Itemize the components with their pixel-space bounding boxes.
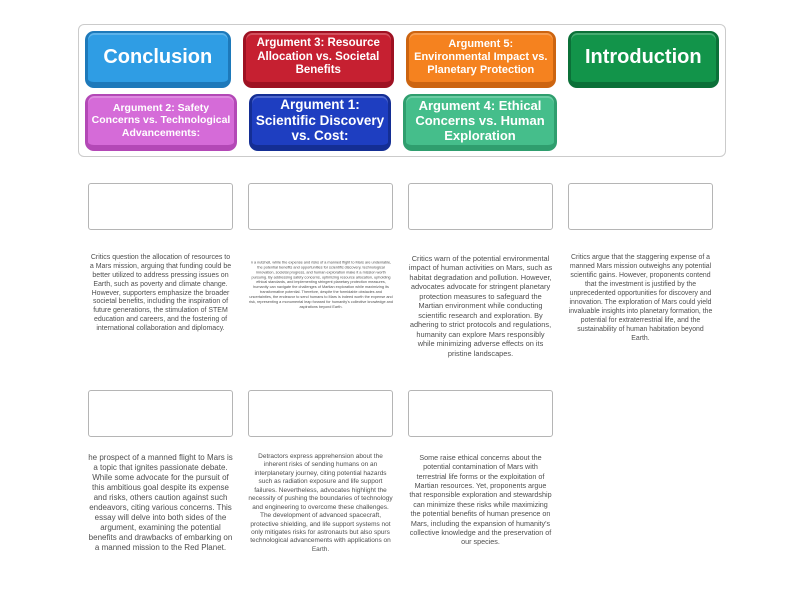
answer-tile-argument-1[interactable]: Argument 1: Scientific Discovery vs. Cos… <box>249 94 391 151</box>
drop-zone-2[interactable] <box>248 183 393 230</box>
match-column-3: Critics warn of the potential environmen… <box>408 183 553 359</box>
match-row-1: Critics question the allocation of resou… <box>88 183 713 359</box>
match-column-4: Critics argue that the staggering expens… <box>568 183 713 359</box>
clue-text-7: Some raise ethical concerns about the po… <box>409 453 552 547</box>
match-row-2: he prospect of a manned flight to Mars i… <box>88 390 553 554</box>
clue-text-3: Critics warn of the potential environmen… <box>408 254 553 358</box>
drop-zone-1[interactable] <box>88 183 233 230</box>
drop-zone-6[interactable] <box>248 390 393 437</box>
answer-tile-argument-4[interactable]: Argument 4: Ethical Concerns vs. Human E… <box>403 94 557 151</box>
drop-zone-5[interactable] <box>88 390 233 437</box>
clue-text-2: n a nutshell, while the expense and risk… <box>248 260 393 309</box>
clue-text-6: Detractors express apprehension about th… <box>248 453 393 553</box>
drop-zone-3[interactable] <box>408 183 553 230</box>
clue-text-4: Critics argue that the staggering expens… <box>568 254 713 342</box>
word-bank-panel: Conclusion Argument 3: Resource Allocati… <box>78 24 726 157</box>
answer-tile-argument-3[interactable]: Argument 3: Resource Allocation vs. Soci… <box>242 31 395 88</box>
word-bank-row-2: Argument 2: Safety Concerns vs. Technolo… <box>85 94 719 151</box>
answer-tile-argument-5[interactable]: Argument 5: Environmental Impact vs. Pla… <box>406 31 556 88</box>
answer-tile-introduction[interactable]: Introduction <box>567 31 720 88</box>
drop-zone-4[interactable] <box>568 183 713 230</box>
clue-text-5: he prospect of a manned flight to Mars i… <box>88 453 233 552</box>
answer-tile-argument-2[interactable]: Argument 2: Safety Concerns vs. Technolo… <box>85 94 237 151</box>
match-column-2: n a nutshell, while the expense and risk… <box>248 183 393 359</box>
word-bank-row-1: Conclusion Argument 3: Resource Allocati… <box>85 31 720 88</box>
match-column-1: Critics question the allocation of resou… <box>88 183 233 359</box>
drop-zone-7[interactable] <box>408 390 553 437</box>
match-column-5: he prospect of a manned flight to Mars i… <box>88 390 233 554</box>
clue-text-1: Critics question the allocation of resou… <box>89 254 232 332</box>
match-column-7: Some raise ethical concerns about the po… <box>408 390 553 554</box>
answer-tile-conclusion[interactable]: Conclusion <box>85 31 231 88</box>
match-column-6: Detractors express apprehension about th… <box>248 390 393 554</box>
